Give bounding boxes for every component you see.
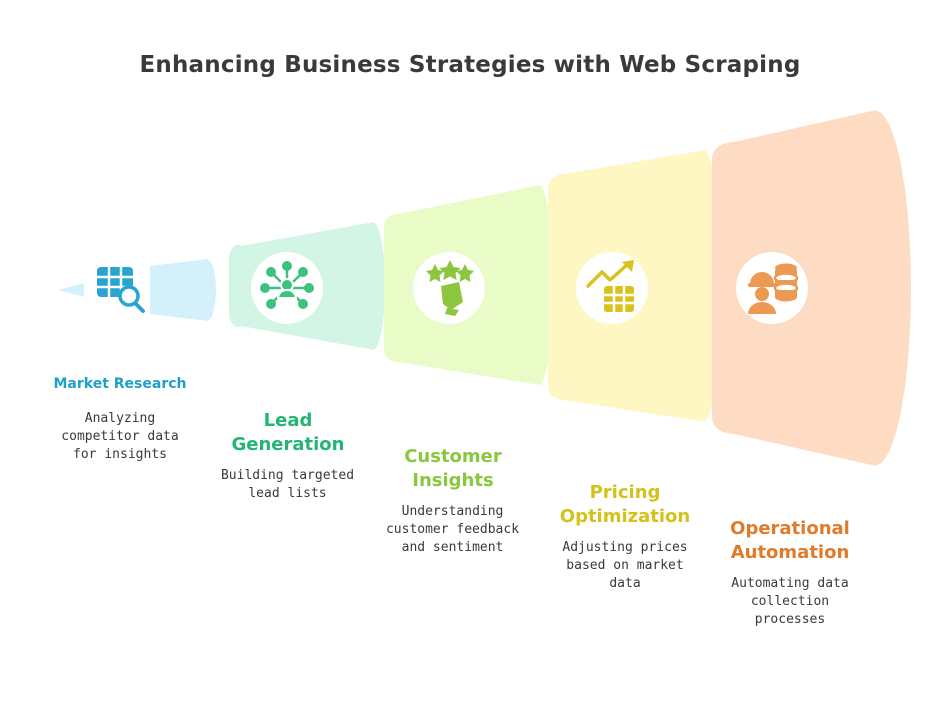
stage-description: Understanding customer feedback and sent… — [385, 504, 520, 555]
stage-description: Building targeted lead lists — [220, 468, 355, 501]
label-market-research: Market Research Analyzing competitor dat… — [45, 372, 195, 464]
label-operational-automation: Operational Automation Automating data c… — [705, 517, 875, 629]
stage-pricing-optimization — [548, 149, 722, 423]
chart-trend-icon — [586, 260, 634, 312]
stage-title: Lead Generation — [231, 410, 345, 455]
stage-description: Analyzing competitor data for insights — [61, 411, 179, 462]
label-customer-insights: Customer Insights Understanding customer… — [375, 445, 530, 557]
table-search-icon — [97, 267, 145, 313]
stage-title: Pricing Optimization — [559, 482, 691, 527]
stage-description: Adjusting prices based on market data — [562, 540, 688, 591]
stage-operational-automation — [712, 109, 913, 467]
funnel-segment-1 — [150, 259, 217, 321]
funnel-segment-5 — [712, 110, 912, 466]
label-pricing-optimization: Pricing Optimization Adjusting prices ba… — [545, 481, 705, 593]
stage-description: Automating data collection processes — [731, 576, 849, 627]
stars-feedback-icon — [426, 260, 474, 316]
stage-title: Operational Automation — [730, 518, 850, 563]
worker-database-icon — [748, 263, 799, 314]
stage-title: Customer Insights — [404, 446, 502, 491]
people-network-icon — [260, 261, 314, 309]
funnel-tip — [58, 283, 84, 297]
stage-customer-insights — [384, 184, 555, 386]
stage-lead-generation — [229, 221, 387, 351]
stage-title: Market Research — [53, 376, 187, 392]
diagram-title: Enhancing Business Strategies with Web S… — [139, 52, 801, 78]
stage-market-research — [58, 258, 218, 322]
label-lead-generation: Lead Generation Building targeted lead l… — [210, 409, 365, 503]
